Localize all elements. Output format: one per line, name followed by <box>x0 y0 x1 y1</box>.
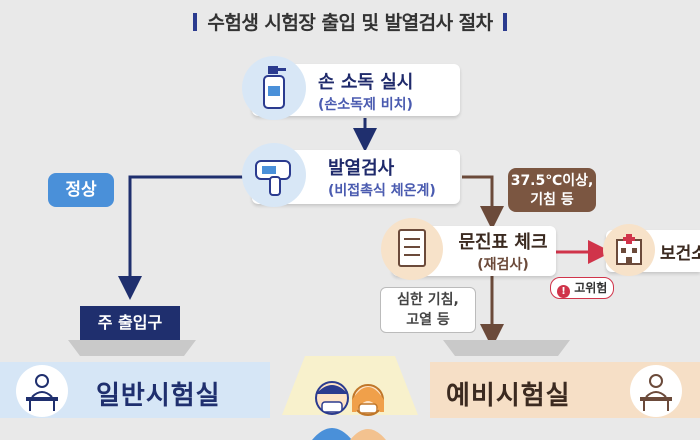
severe-symptoms-bubble: 심한 기침, 고열 등 <box>380 287 476 333</box>
fever-bubble-line1: 37.5℃이상, <box>510 173 594 189</box>
main-entrance-label: 주 출입구 <box>80 306 180 340</box>
general-entrance-tray <box>68 340 196 356</box>
student-desk-icon-reserve <box>640 374 672 411</box>
step2-text: 발열검사 (비접촉식 체온계) <box>328 154 436 200</box>
title-bar-left <box>193 13 198 31</box>
student-icon-circle-general <box>16 365 68 417</box>
step2-main-label: 발열검사 <box>328 158 395 179</box>
arrow-normal-path <box>118 175 245 300</box>
hospital-icon <box>616 234 642 265</box>
step1-text: 손 소독 실시 (손소독제 비치) <box>318 68 413 114</box>
thermometer-icon-circle <box>242 143 306 207</box>
severe-bubble-line2: 고열 등 <box>406 312 450 328</box>
general-room-label: 일반시험실 <box>96 381 221 411</box>
fever-bubble: 37.5℃이상, 기침 등 <box>508 168 596 212</box>
student-icon-circle-reserve <box>630 365 682 417</box>
warning-icon: ! <box>557 285 570 298</box>
fever-bubble-line2: 기침 등 <box>530 192 574 208</box>
step2-sub-label: (비접촉식 체온계) <box>328 183 436 199</box>
high-risk-tag: ! 고위험 <box>550 277 615 299</box>
health-center-label: 보건소 <box>660 244 700 264</box>
severe-bubble-line1: 심한 기침, <box>397 292 459 308</box>
thermometer-icon <box>255 160 291 196</box>
step3-sub-label: (재검사) <box>477 257 529 273</box>
checklist-icon-circle <box>381 218 443 280</box>
title-text: 수험생 시험장 출입 및 발열검사 절차 <box>207 12 493 34</box>
title-bar-right <box>502 13 507 31</box>
step3-text: 문진표 체크 (재검사) <box>455 228 551 274</box>
sanitizer-icon-circle <box>242 56 306 120</box>
step3-main-label: 문진표 체크 <box>458 232 548 253</box>
step1-main-label: 손 소독 실시 <box>318 72 414 93</box>
sanitizer-icon <box>263 66 286 109</box>
student-desk-icon <box>26 374 58 411</box>
reserve-entrance-tray <box>443 340 570 356</box>
reserve-room-label: 예비시험실 <box>446 381 571 411</box>
page-title: 수험생 시험장 출입 및 발열검사 절차 <box>0 8 700 35</box>
high-risk-label: 고위험 <box>574 281 608 295</box>
step1-sub-label: (손소독제 비치) <box>318 97 413 113</box>
hospital-icon-circle <box>603 224 655 276</box>
masked-students-icon <box>312 381 386 440</box>
arrow-fever-path <box>462 175 504 230</box>
checklist-icon <box>398 229 426 267</box>
normal-bubble: 정상 <box>48 173 114 207</box>
